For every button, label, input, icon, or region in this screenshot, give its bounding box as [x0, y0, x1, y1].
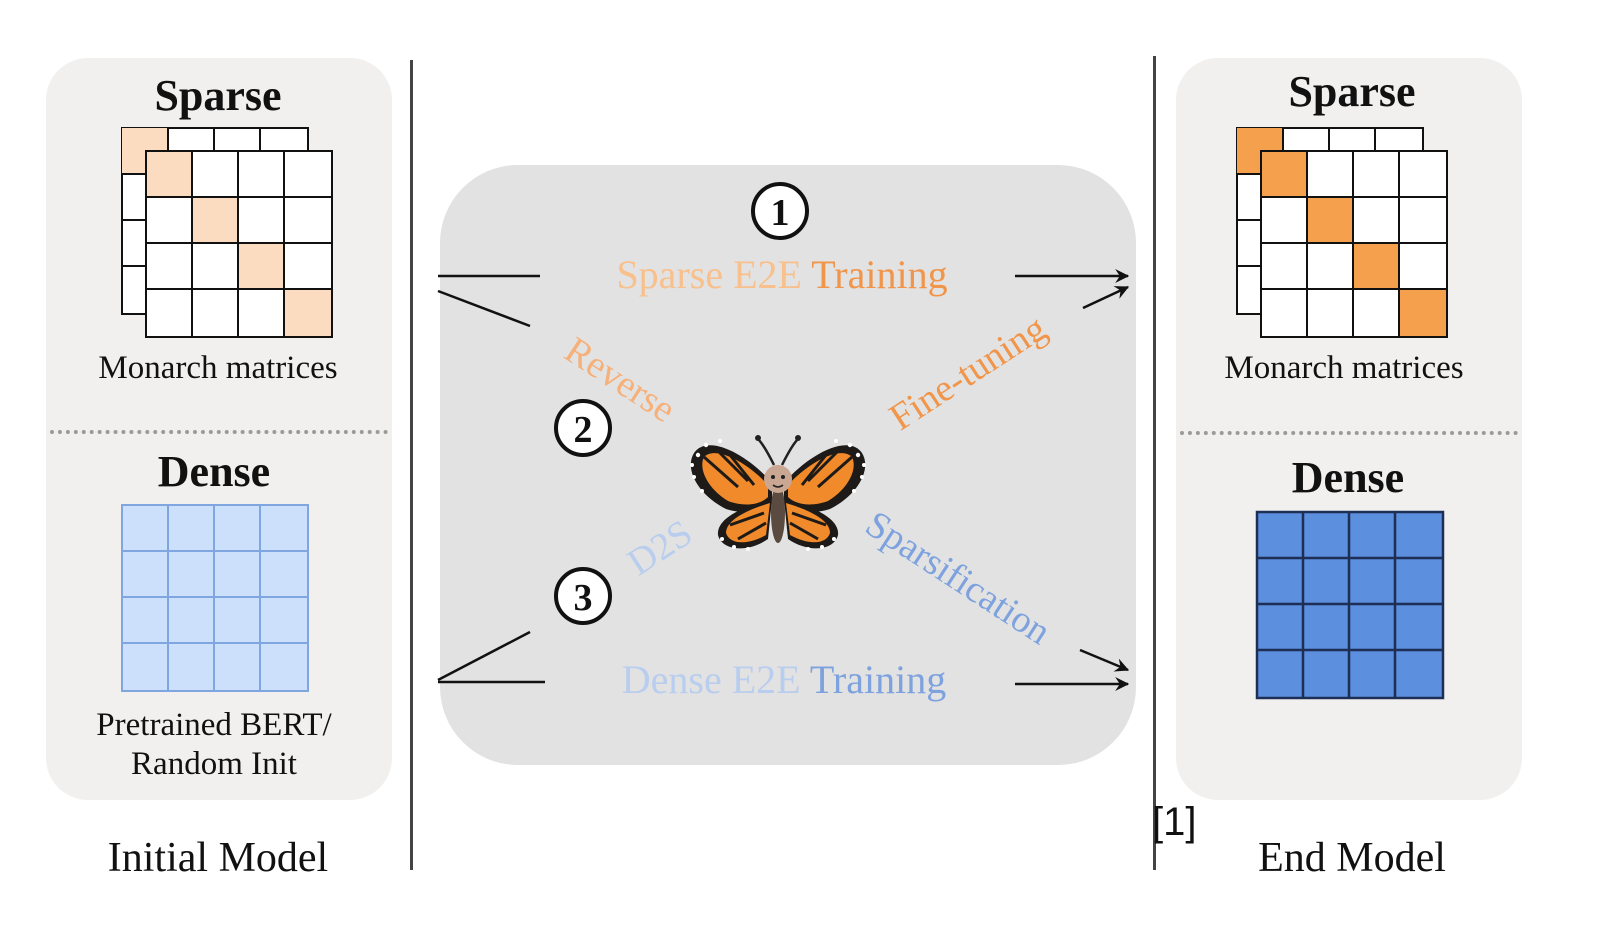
- end-diag-block-1: [1261, 151, 1307, 197]
- initial-dense-caption: Pretrained BERT/ Random Init: [44, 706, 384, 784]
- end-diag-block-2: [1307, 197, 1353, 243]
- step-2-number: 2: [574, 409, 593, 451]
- d2s-path-line-start: [437, 630, 531, 682]
- step-1-badge: 1: [751, 182, 809, 240]
- butterfly-icon: [690, 435, 866, 551]
- reverse-path-line-start: [437, 289, 531, 328]
- initial-monarch-matrices: [121, 127, 333, 338]
- initial-diag-block-4: [284, 289, 332, 337]
- end-diag-block-4: [1399, 289, 1447, 337]
- reference-marker: [1]: [1152, 800, 1197, 844]
- initial-dense-caption-line2: Random Init: [131, 745, 297, 782]
- initial-dense-matrix: [121, 504, 309, 692]
- sparse-e2e-label-part: Sparse E2E: [616, 252, 811, 297]
- end-dense-matrix: [1255, 510, 1445, 700]
- initial-model-label: Initial Model: [107, 835, 329, 881]
- end-model-divider: [1180, 431, 1518, 435]
- step-3-badge: 3: [554, 567, 612, 625]
- end-dense-heading: Dense: [1291, 453, 1405, 502]
- initial-monarch-front-matrix: [145, 150, 333, 338]
- sparse-e2e-training-label: Sparse E2E Training: [616, 252, 947, 297]
- fine-tuning-arrow: [1082, 285, 1130, 310]
- step-1-number: 1: [771, 192, 790, 234]
- end-monarch-matrices: [1236, 127, 1448, 338]
- initial-diag-block-3: [238, 243, 284, 289]
- initial-model-divider: [50, 430, 388, 434]
- end-model-label: End Model: [1258, 835, 1446, 881]
- initial-sparse-caption: Monarch matrices: [98, 350, 338, 386]
- end-monarch-front-matrix: [1260, 150, 1448, 338]
- sparsification-label: Sparsification: [858, 503, 1058, 653]
- initial-dense-heading: Dense: [157, 447, 271, 496]
- end-diag-block-3: [1353, 243, 1399, 289]
- training-strategies-panel: [440, 165, 1136, 765]
- step-2-badge: 2: [554, 399, 612, 457]
- sparsification-arrow: [1079, 648, 1130, 672]
- dense-e2e-label-part: Dense E2E: [622, 657, 810, 702]
- right-separator: [1153, 56, 1156, 870]
- initial-diag-block-2: [192, 197, 238, 243]
- left-separator: [410, 60, 413, 870]
- initial-sparse-heading: Sparse: [154, 71, 282, 120]
- fine-tuning-label: Fine-tuning: [882, 307, 1054, 439]
- initial-diag-block-1: [146, 151, 192, 197]
- end-sparse-heading: Sparse: [1288, 67, 1416, 116]
- step-3-number: 3: [574, 577, 593, 619]
- end-sparse-caption: Monarch matrices: [1224, 350, 1464, 386]
- d2s-label: D2S: [620, 512, 700, 584]
- initial-dense-caption-line1: Pretrained BERT/: [96, 707, 332, 743]
- dense-e2e-training-label: Dense E2E Training: [622, 657, 946, 702]
- sparse-training-label-part: Training: [811, 252, 947, 297]
- dense-training-label-part: Training: [810, 657, 946, 702]
